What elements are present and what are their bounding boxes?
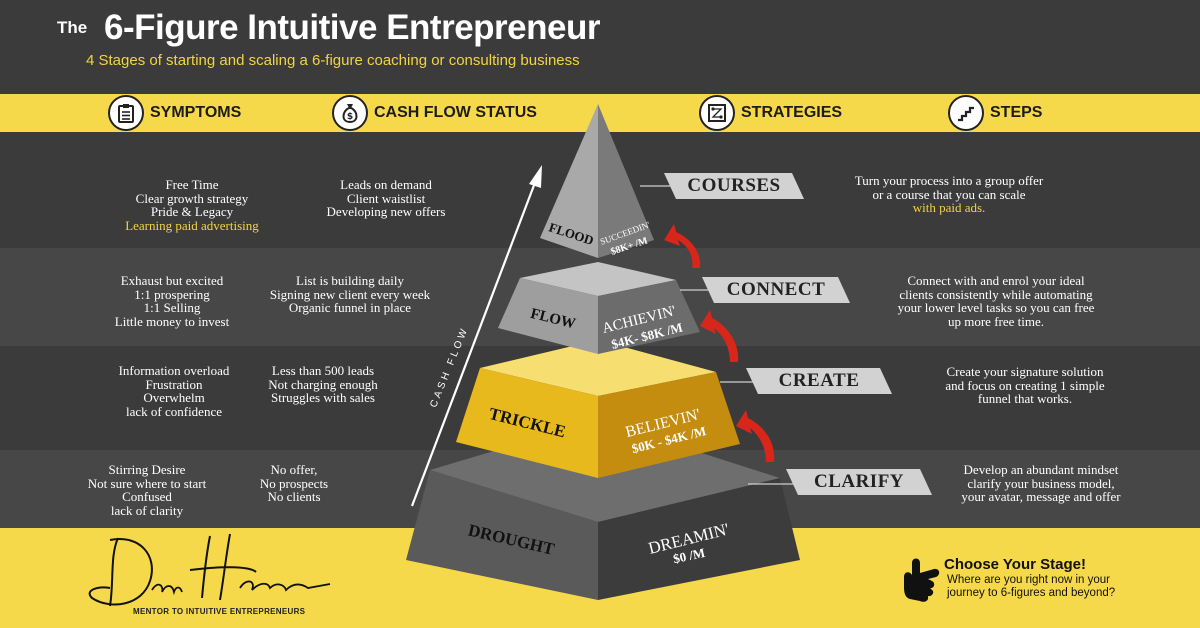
stairs-icon (948, 95, 984, 131)
stage-revenue-drought: $0 /M (672, 545, 707, 566)
signature-caption: MENTOR TO INTUITIVE ENTREPRENEURS (133, 607, 306, 616)
money-bag-icon: $ (332, 95, 368, 131)
title-prefix: The (57, 18, 88, 37)
step-tag-create[interactable]: CREATE (746, 368, 892, 394)
signature-icon (88, 533, 331, 607)
step-label: COURSES (687, 175, 781, 196)
step-label: CONNECT (726, 279, 826, 300)
step-tag-clarify[interactable]: CLARIFY (786, 469, 932, 495)
pointing-hand-icon[interactable] (898, 555, 942, 603)
step-tag-connect[interactable]: CONNECT (702, 277, 850, 303)
symptoms-drought: Stirring Desire Not sure where to start … (87, 462, 207, 518)
header-label: CASH FLOW STATUS (374, 104, 537, 121)
header-label: SYMPTOMS (150, 104, 242, 121)
step-label: CLARIFY (813, 471, 905, 492)
title-band (0, 0, 1200, 94)
step-label: CREATE (778, 370, 860, 391)
cta-title: Choose Your Stage! (944, 556, 1086, 573)
header-strategies: STRATEGIES (699, 95, 843, 131)
pyramid-tier-flood (540, 104, 654, 258)
symptoms-flood: Free Time Clear growth strategy Pride & … (125, 177, 259, 233)
strategy-board-icon (699, 95, 735, 131)
symptoms-trickle: Information overload Frustration Overwhe… (118, 363, 230, 419)
strategy-flood: Turn your process into a group offer or … (854, 173, 1044, 216)
strategy-trickle: Create your signature solution and focus… (945, 364, 1105, 407)
page-subtitle: 4 Stages of starting and scaling a 6-fig… (86, 52, 580, 69)
cash-flow-drought: No offer, No prospects No clients (259, 462, 329, 505)
cash-flow-flood: Leads on demand Client waistlist Develop… (326, 177, 446, 220)
cash-flow-flow: List is building daily Signing new clien… (269, 273, 431, 316)
pyramid-tier-flow (498, 262, 700, 354)
header-label: STRATEGIES (741, 104, 843, 121)
pyramid-tier-trickle (456, 340, 740, 478)
strategy-drought: Develop an abundant mindset clarify your… (961, 462, 1121, 505)
header-cash-flow: $ CASH FLOW STATUS (332, 95, 537, 131)
strategy-flow: Connect with and enrol your ideal client… (897, 273, 1095, 329)
growth-arrows (664, 224, 775, 462)
header-label: STEPS (990, 104, 1043, 121)
page-title: 6-Figure Intuitive Entrepreneur (104, 8, 600, 47)
step-tag-courses[interactable]: COURSES (664, 173, 804, 199)
cta-subtitle: Where are you right now in your journey … (947, 574, 1116, 599)
header-symptoms: SYMPTOMS (108, 95, 242, 131)
svg-text:$: $ (347, 112, 353, 122)
cash-flow-trickle: Less than 500 leads Not charging enough … (268, 363, 378, 406)
cash-flow-arrow (410, 165, 542, 507)
clipboard-icon (108, 95, 144, 131)
symptoms-flow: Exhaust but excited 1:1 prospering 1:1 S… (114, 273, 230, 329)
header-steps: STEPS (948, 95, 1043, 131)
